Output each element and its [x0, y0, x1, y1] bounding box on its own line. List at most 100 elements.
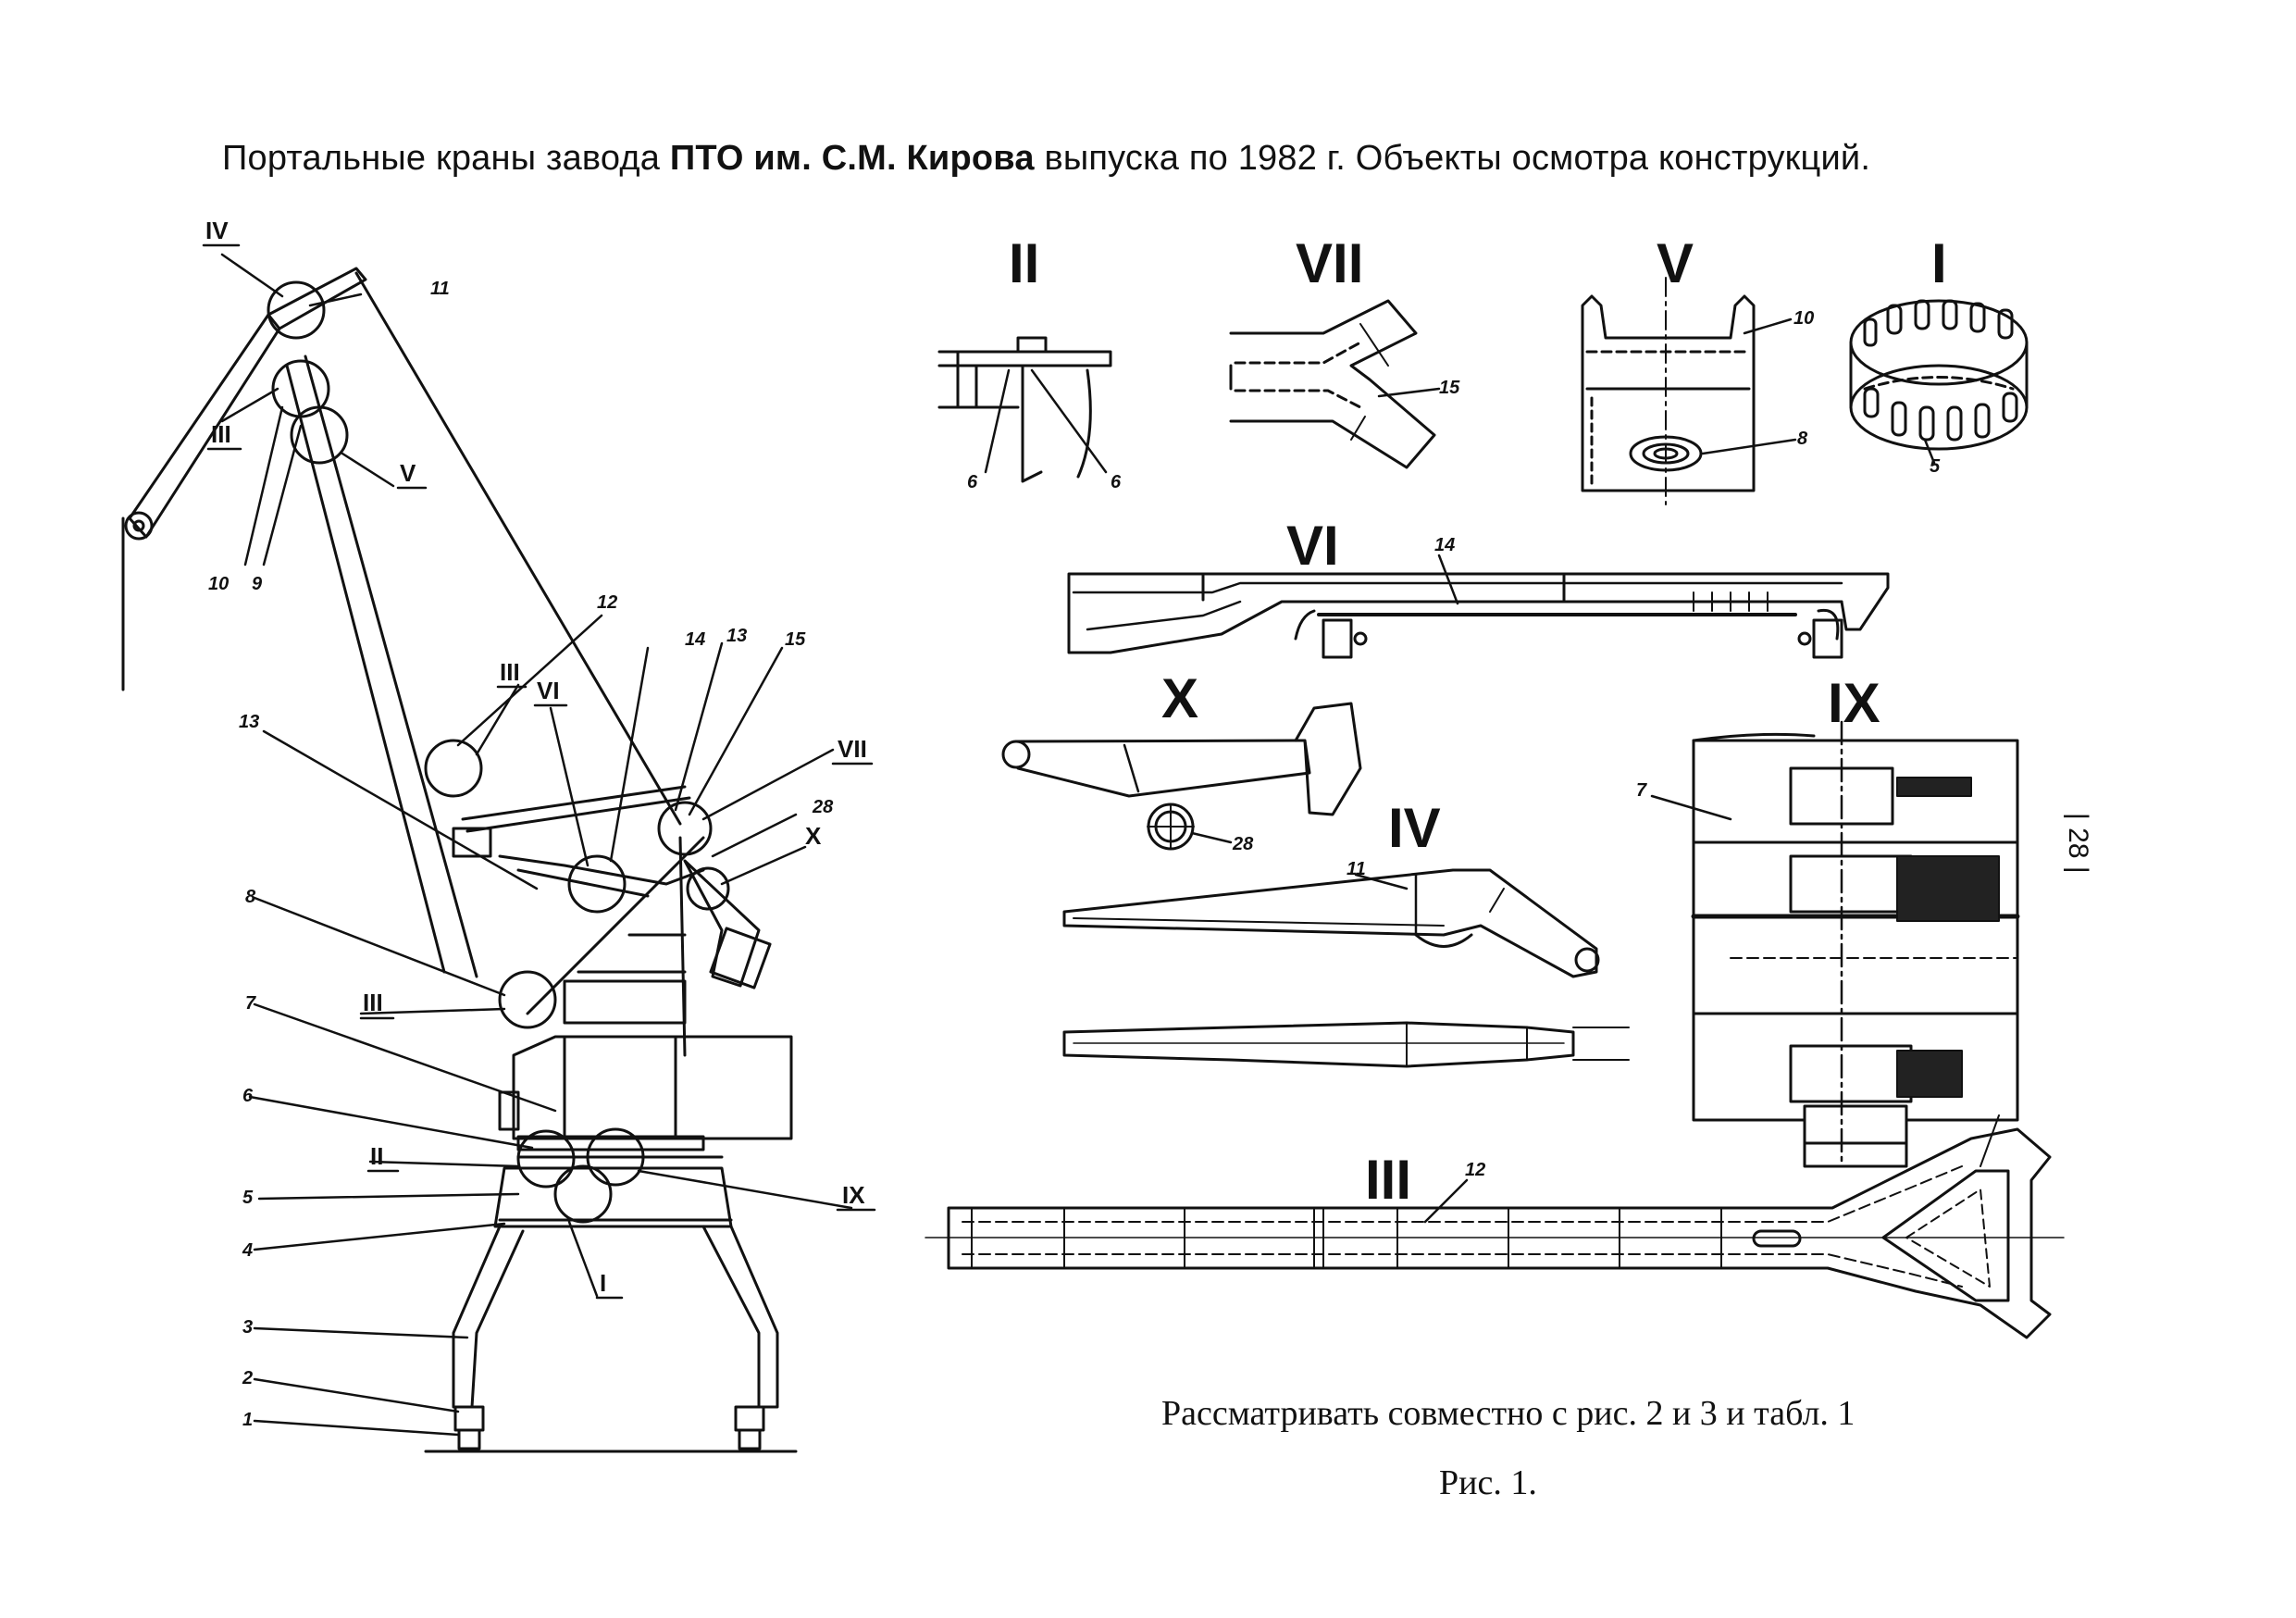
- detail-X: [1001, 702, 1362, 851]
- detail-III-triangle: [1881, 1169, 2010, 1302]
- detail-label-I-a: 5: [1930, 456, 1941, 477]
- operator-cabin: [563, 979, 687, 1025]
- detail-IV-plan-outline: [1062, 1021, 1575, 1068]
- crane-roman-II: II: [370, 1142, 383, 1170]
- figure-caption: Рассматривать совместно с рис. 2 и 3 и т…: [1161, 1394, 1855, 1433]
- detail-II-flange: [937, 350, 1112, 367]
- crane-label-9: 9: [252, 574, 263, 594]
- inspection-circle-VI: [567, 854, 627, 914]
- crane-label-2: 2: [242, 1368, 253, 1388]
- boom-right-edge: [304, 355, 478, 978]
- detail-IV: [1062, 868, 1600, 978]
- portal-leg-right: [701, 1225, 779, 1409]
- detail-label-VI-a: 14: [1434, 535, 1455, 555]
- portal-leg-left: [452, 1225, 525, 1409]
- crane-roman-V: V: [400, 459, 416, 487]
- leader-lines: [220, 253, 853, 1437]
- page-title: Портальные краны завода ПТО им. С.М. Кир…: [222, 139, 1870, 179]
- detail-V: [1581, 277, 1797, 505]
- detail-I-openings: [1863, 299, 2018, 442]
- crane-label-13-left: 13: [239, 712, 259, 732]
- inspection-circle-VII: [657, 801, 713, 856]
- detail-title-IV: IV: [1388, 797, 1441, 859]
- boom-left-edge: [285, 364, 446, 974]
- detail-X-pin: [1001, 740, 1031, 769]
- balance-lever-low: [516, 868, 650, 898]
- detail-VI-curl-left: [1294, 609, 1316, 641]
- roman-underlines: [202, 243, 876, 1300]
- detail-I: [1849, 299, 2029, 465]
- crane-label-15: 15: [785, 629, 806, 650]
- inspection-circle-I: [553, 1164, 613, 1224]
- detail-label-III-a: 12: [1465, 1160, 1485, 1180]
- detail-title-I: I: [1931, 232, 1947, 294]
- detail-V-hole: [1629, 435, 1703, 472]
- detail-title-III: III: [1365, 1149, 1411, 1211]
- crane-label-7: 7: [245, 993, 256, 1014]
- detail-III-slot: [1752, 1229, 1802, 1248]
- inspection-circle-X: [686, 866, 730, 911]
- detail-label-II-a: 6: [967, 472, 978, 492]
- detail-II-plate: [1016, 336, 1048, 354]
- crane-label-11: 11: [430, 279, 450, 299]
- stay-rope: [354, 271, 682, 826]
- detail-VI-curl-right: [1817, 608, 1840, 641]
- detail-IX: [1650, 720, 2020, 1168]
- detail-VII-dash: [1234, 341, 1362, 365]
- detail-IX-section-dark: [1896, 855, 2000, 922]
- trunk-head: [267, 267, 367, 330]
- detail-IV-plan: [1062, 1021, 1630, 1068]
- crane-label-1: 1: [242, 1410, 253, 1430]
- crane-roman-I: I: [600, 1269, 606, 1297]
- crane-roman-III-low: III: [363, 989, 383, 1016]
- detail-V-outline: [1581, 294, 1756, 492]
- crane-roman-IX: IX: [842, 1181, 865, 1209]
- detail-label-II-b: 6: [1111, 472, 1122, 492]
- crane-label-4: 4: [242, 1240, 253, 1261]
- inspection-circle-III-mid: [424, 739, 483, 798]
- detail-VI-buffer-left: [1322, 618, 1353, 659]
- crane-roman-III-mid: III: [500, 658, 520, 686]
- aframe-front: [526, 836, 705, 1015]
- detail-label-IV-a: 11: [1347, 859, 1366, 879]
- detail-label-X-a: 28: [1232, 834, 1254, 854]
- detail-title-V: V: [1657, 232, 1694, 294]
- title-bold: ПТО им. С.М. Кирова: [669, 139, 1035, 178]
- detail-VII-outline: [1229, 299, 1436, 469]
- counterweight-block: [709, 927, 772, 989]
- house-window: [498, 1090, 520, 1131]
- tie-rod-lower: [465, 796, 691, 833]
- crane-label-8: 8: [245, 887, 256, 907]
- inspection-circle-II: [516, 1129, 576, 1189]
- detail-IX-bearing-top: [1789, 766, 1894, 826]
- crane-label-5: 5: [242, 1188, 254, 1208]
- wheel-left-bogie: [457, 1428, 481, 1450]
- detail-label-V-a: 10: [1793, 308, 1814, 329]
- crane-drawing: [121, 253, 853, 1453]
- wheel-left: [453, 1405, 485, 1432]
- detail-II-break: [1076, 368, 1092, 479]
- wheel-right-bogie: [738, 1428, 762, 1450]
- crane-label-28: 28: [812, 797, 834, 817]
- detail-VII: [1229, 299, 1441, 469]
- crane-label-10: 10: [208, 574, 229, 594]
- inspection-circle-IX: [586, 1127, 645, 1187]
- title-prefix: Портальные краны завода: [222, 139, 670, 178]
- inspection-circle-III-top: [271, 359, 330, 418]
- detail-label-V-b: 8: [1797, 429, 1808, 449]
- crane-label-12: 12: [597, 592, 617, 613]
- detail-IV-lug: [1414, 933, 1473, 948]
- detail-label-IX-a: 7: [1636, 780, 1647, 801]
- crane-roman-X: X: [805, 822, 822, 850]
- detail-II: [937, 336, 1112, 483]
- detail-title-VII: VII: [1296, 232, 1363, 294]
- crane-roman-VI: VI: [537, 677, 560, 704]
- title-suffix: выпуска по 1982 г. Объекты осмотра конст…: [1034, 139, 1871, 178]
- detail-II-web: [1021, 364, 1043, 483]
- detail-title-X: X: [1161, 667, 1198, 729]
- house-door: [563, 1035, 677, 1140]
- detail-X-beam: [1014, 739, 1311, 798]
- detail-title-II: II: [1009, 232, 1039, 294]
- inspection-circle-V: [290, 405, 349, 465]
- inspection-circle-IV: [267, 280, 326, 340]
